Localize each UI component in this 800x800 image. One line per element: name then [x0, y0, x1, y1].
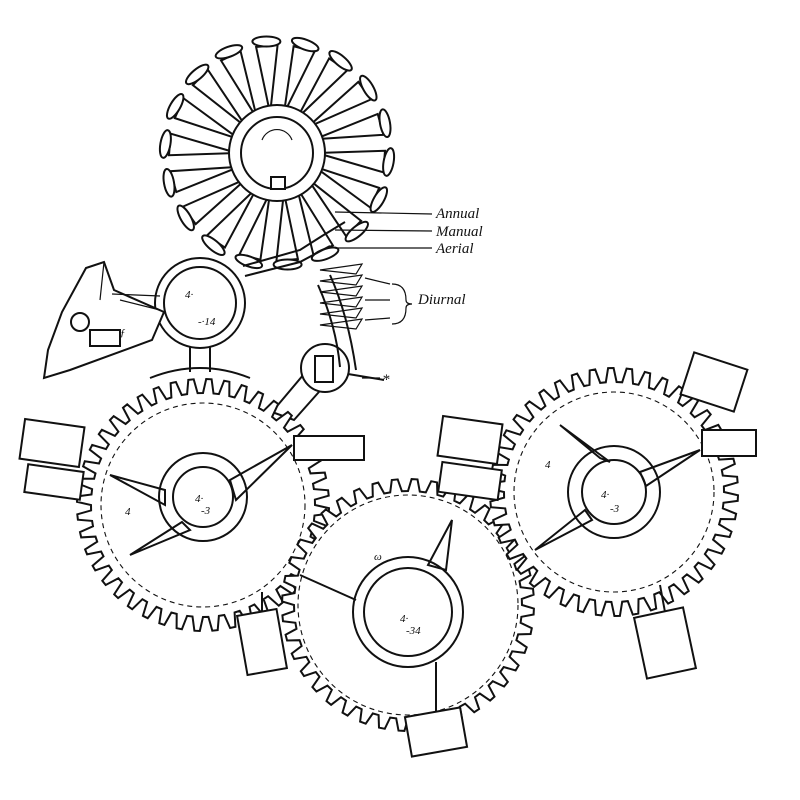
callout-star: * [382, 372, 390, 388]
pawl-link [270, 263, 385, 422]
fan-paddle [254, 43, 279, 114]
ratchet-lever-mechanism: ƒ [42, 260, 166, 380]
svg-text:-·14: -·14 [198, 316, 216, 328]
svg-text:4·: 4· [185, 289, 194, 301]
callout-aerial: Aerial [435, 241, 474, 257]
fan-paddle-tip [328, 50, 353, 72]
callout-manual: Manual [435, 224, 483, 240]
callout-leaders [334, 211, 433, 379]
svg-text:-3: -3 [201, 505, 211, 517]
fan-wheel-icon [158, 35, 396, 271]
small-top-gear: 4· -·14 [149, 221, 346, 379]
center-lower-gear: 4· -34 ω [281, 478, 535, 732]
right-large-gear: 4· -3 4 [488, 366, 740, 618]
fan-paddle-tip [369, 186, 389, 213]
fan-paddle-tip [162, 167, 176, 198]
fan-paddle [316, 149, 387, 174]
svg-text:ω: ω [374, 551, 382, 563]
callout-diurnal: Diurnal [417, 292, 466, 308]
svg-text:-34: -34 [406, 625, 421, 637]
fan-paddle-tip [176, 204, 195, 232]
fan-paddle-tip [382, 147, 396, 177]
fan-paddle-tip [158, 129, 172, 159]
fan-paddle-tip [201, 234, 226, 256]
svg-text:4·: 4· [400, 613, 409, 625]
fan-paddle-tip [251, 35, 282, 48]
escapement-blade [319, 263, 364, 275]
svg-text:4: 4 [125, 506, 131, 518]
fan-paddle-tip [378, 108, 392, 139]
fan-paddle-tip [185, 63, 210, 86]
escapement-blade [319, 274, 364, 286]
callout-annual: Annual [435, 206, 479, 222]
svg-text:4: 4 [545, 459, 551, 471]
svg-text:4·: 4· [601, 489, 610, 501]
fan-paddle-tip [359, 74, 378, 102]
fan-paddle [167, 132, 238, 157]
svg-text:-3: -3 [610, 503, 620, 515]
svg-text:4·: 4· [195, 493, 204, 505]
escapement-blade [319, 285, 364, 297]
fan-paddle-tip [165, 93, 185, 120]
fan-paddle-tip [214, 44, 244, 60]
escapement-blade [319, 307, 364, 319]
escapement-blade [319, 296, 364, 308]
svg-text:ƒ: ƒ [120, 327, 126, 339]
fan-paddle-tip [234, 253, 264, 270]
left-large-gear: 4· -3 4 [75, 377, 331, 633]
detent-blocks [18, 351, 757, 758]
escapement-blade [319, 318, 364, 330]
fan-paddle-tip [344, 220, 369, 243]
fan-paddle-tip [290, 36, 320, 53]
